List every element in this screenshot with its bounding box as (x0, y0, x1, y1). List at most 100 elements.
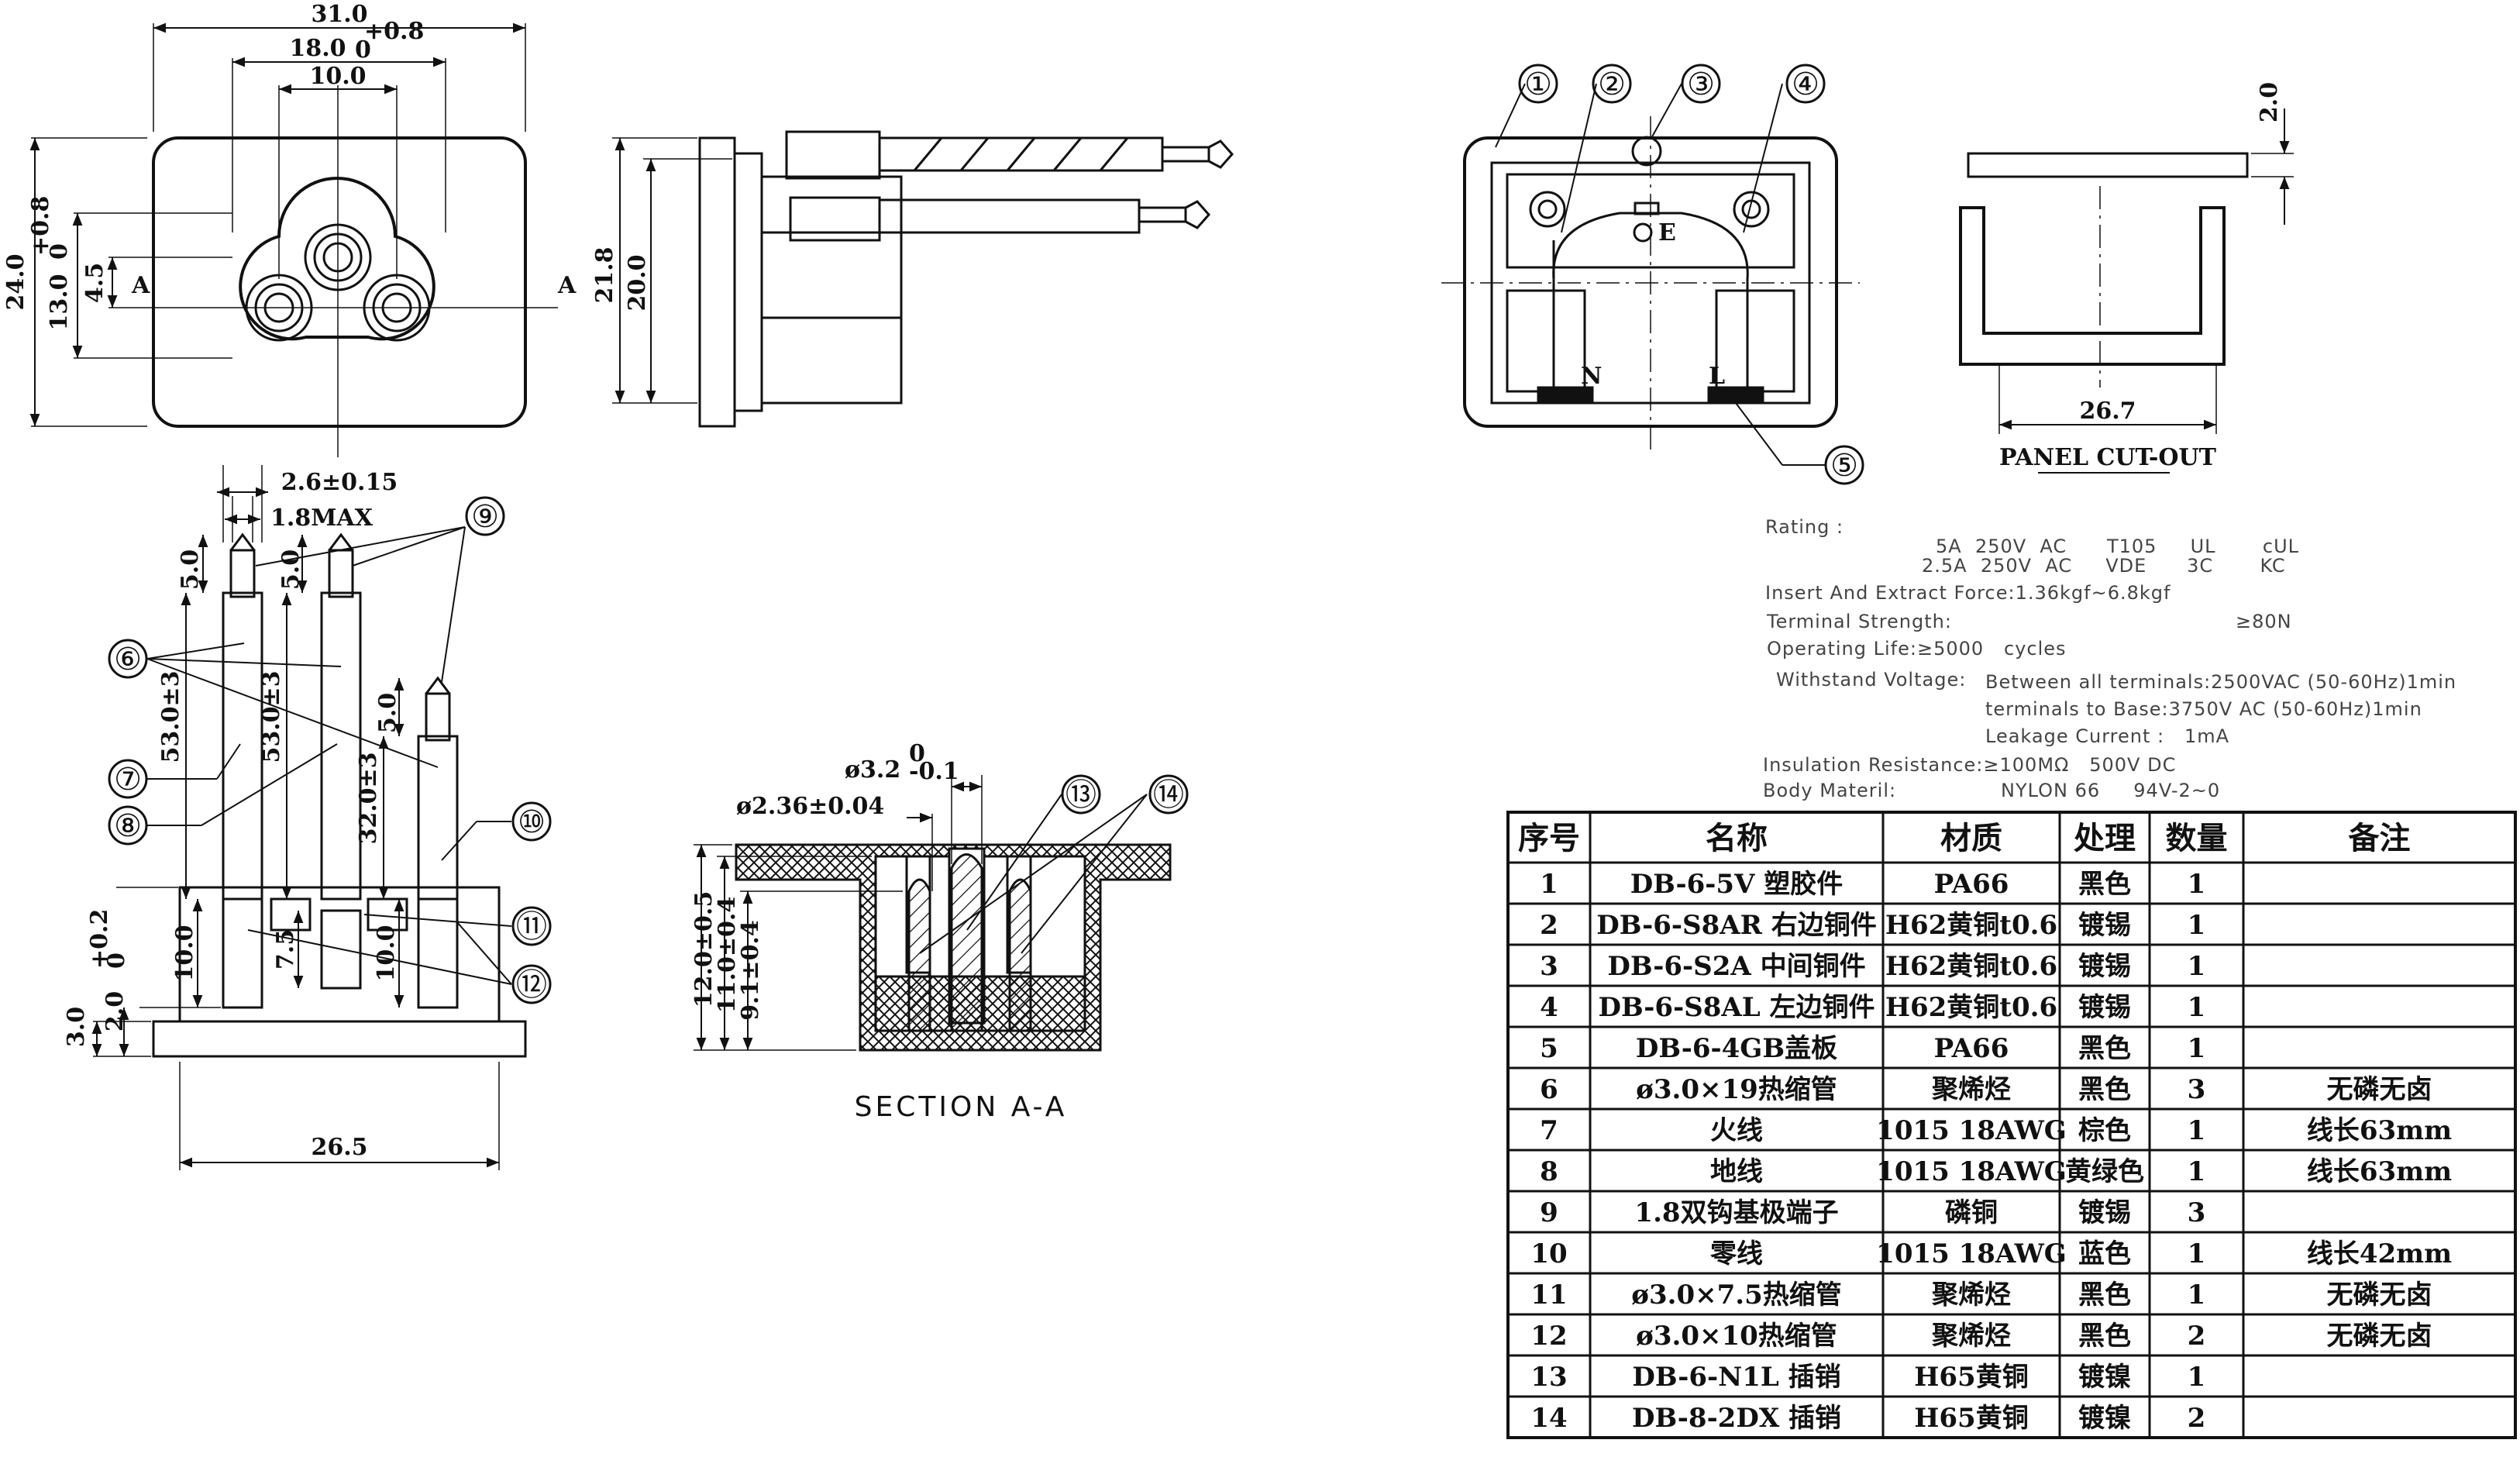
bom-cell: 1 (2188, 910, 2206, 941)
bom-cell: 3 (2188, 1074, 2206, 1105)
section-caption: SECTION A-A (855, 1091, 1068, 1123)
bom-cell: 聚烯烃 (1931, 1074, 2011, 1105)
spec-leakage: Leakage Current : 1mA (1985, 725, 2229, 747)
bom-cell: 黑色 (2078, 1074, 2131, 1105)
bom-header-cell: 名称 (1706, 820, 1768, 856)
bom-cell: ø3.0×10热缩管 (1636, 1321, 1837, 1352)
earth-label: E (1658, 219, 1676, 246)
dim-top-mid-h-tol-up: +0.8 (27, 196, 54, 256)
dim-h2: 2.0 (102, 991, 129, 1032)
spec-body-value: NYLON 66 94V-2~0 (2001, 780, 2220, 801)
bom-cell: 4 (1540, 992, 1558, 1023)
dim-pin-d: ø3.2 (845, 756, 900, 784)
dim-top-small: 4.5 (81, 263, 108, 303)
bom-cell: 7 (1540, 1115, 1558, 1146)
bom-cell: 1 (1540, 869, 1558, 900)
bom-cell: 2 (2188, 1321, 2206, 1352)
bom-cell: 零线 (1710, 1238, 1763, 1269)
bom-frame (1506, 811, 2517, 1439)
bom-cell: H65黄铜 (1914, 1403, 2028, 1434)
dim-sec-h1: 12.0±0.5 (690, 891, 718, 1008)
spec-rating-label: Rating : (1765, 516, 1844, 538)
callout-8: ⑧ (114, 808, 142, 844)
bom-cell: 镀镍 (2078, 1362, 2131, 1393)
bom-cell: 磷铜 (1945, 1197, 1998, 1228)
bom-cell: H62黄铜t0.6 (1885, 910, 2057, 941)
panel-cutout (1959, 108, 2294, 474)
bom-cell: 火线 (1710, 1115, 1763, 1146)
bom-cell: 1 (2188, 1115, 2206, 1146)
spec-withstand-1: Between all terminals:2500VAC (50-60Hz)1… (1985, 671, 2456, 693)
spec-withstand-label: Withstand Voltage: (1776, 669, 1966, 691)
bom-cell: 黑色 (2078, 1321, 2131, 1352)
bom-cell: ø3.0×7.5热缩管 (1631, 1280, 1841, 1311)
dim-top-mid-h: 13.0 (46, 274, 73, 330)
bom-cell: 13 (1530, 1362, 1567, 1393)
bom-cell: 镀锡 (2078, 1197, 2131, 1228)
bom-header-cell: 序号 (1518, 820, 1580, 856)
bom-cell: 黑色 (2078, 869, 2131, 900)
spec-insulation: Insulation Resistance:≥100MΩ 500V DC (1763, 754, 2176, 776)
bom-cell: 蓝色 (2078, 1238, 2131, 1269)
dim-pitch: 2.6±0.15 (281, 469, 398, 496)
cutout-caption: PANEL CUT-OUT (1999, 444, 2217, 471)
dim-tip2: 5.0 (277, 549, 305, 590)
dim-sec-h3: 9.1±0.4 (737, 920, 764, 1021)
callout-12: ⑫ (516, 967, 547, 1003)
bom-cell: 1015 18AWG (1876, 1115, 2067, 1146)
bom-header-cell: 材质 (1940, 820, 2002, 856)
bom-cell: 地线 (1710, 1156, 1763, 1187)
bom-cell: 8 (1540, 1156, 1558, 1187)
callout-1: ① (1524, 67, 1552, 102)
bom-cell: 线长63mm (2307, 1115, 2452, 1146)
bom-cell: 镀锡 (2078, 951, 2131, 982)
dim-len3: 32.0±3 (355, 752, 382, 844)
dim-side-h2: 20.0 (624, 254, 651, 311)
neutral-label: N (1581, 363, 1602, 390)
dim-cutout-thick: 2.0 (2256, 82, 2283, 122)
bom-cell: 1015 18AWG (1876, 1156, 2067, 1187)
dim-tip1: 5.0 (177, 549, 204, 590)
dim-pin-d-up: 0 (909, 740, 925, 767)
dim-tip3: 5.0 (374, 693, 401, 733)
bom-cell: 1.8双钩基极端子 (1634, 1197, 1838, 1228)
bom-cell: 14 (1530, 1403, 1567, 1434)
bom-cell: 黑色 (2078, 1033, 2131, 1064)
bom-cell: H65黄铜 (1914, 1362, 2028, 1393)
dim-len2: 53.0±3 (258, 670, 285, 763)
bom-header-cell: 数量 (2166, 820, 2228, 856)
callout-4: ④ (1792, 67, 1819, 102)
bom-cell: 黄绿色 (2065, 1156, 2144, 1187)
dim-top-height: 24.0 (2, 253, 29, 310)
spec-terminal-strength-value: ≥80N (2236, 611, 2292, 632)
dim-top-mid-h-tol-dn: 0 (46, 243, 73, 260)
bom-cell: 2 (1540, 910, 1558, 941)
bom-cell: 12 (1530, 1321, 1567, 1352)
dim-h2-tol-up: +0.2 (86, 909, 113, 969)
section-mark-right: A (557, 272, 577, 299)
dim-h75: 7.5 (272, 929, 299, 970)
callout-10: ⑩ (518, 804, 546, 840)
bom-cell: 9 (1540, 1197, 1558, 1228)
callout-14: ⑭ (1153, 777, 1184, 813)
spec-withstand-2: terminals to Base:3750V AC (50-60Hz)1min (1985, 698, 2422, 720)
callout-2: ② (1598, 67, 1626, 102)
callout-7: ⑦ (114, 762, 142, 797)
bom-cell: 11 (1530, 1280, 1567, 1311)
dim-len1: 53.0±3 (157, 670, 184, 763)
bom-cell: 棕色 (2078, 1115, 2131, 1146)
bom-cell: DB-6-N1L 插销 (1632, 1362, 1840, 1393)
dim-top-mid: 18.0 (289, 35, 346, 62)
bom-cell: 3 (1540, 951, 1558, 982)
wire-view (91, 465, 552, 1170)
callout-11: ⑪ (516, 909, 547, 945)
callout-5: ⑤ (1830, 448, 1858, 484)
bom-cell: 2 (2188, 1403, 2206, 1434)
bom-cell: 聚烯烃 (1931, 1280, 2011, 1311)
spec-rating-1: 5A 250V AC T105 UL cUL (1936, 536, 2299, 557)
dim-h3: 3.0 (63, 1007, 90, 1047)
spec-body-label: Body Materil: (1763, 780, 1896, 801)
bom-cell: 1 (2188, 951, 2206, 982)
